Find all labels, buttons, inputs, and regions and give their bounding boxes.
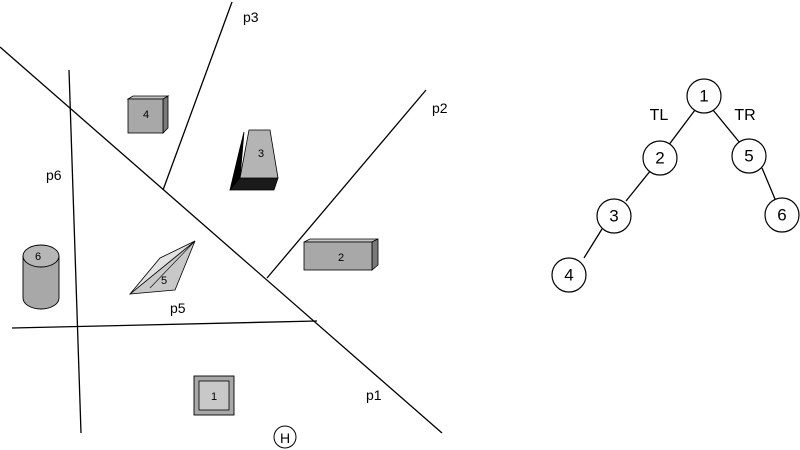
plane-label-p1: p1 xyxy=(366,387,382,403)
tree-edge-5-6 xyxy=(761,167,776,200)
tree-edge-1-2 xyxy=(667,109,696,147)
tree-node-label-1: 1 xyxy=(699,87,708,106)
tree-node-5: 5 xyxy=(731,138,767,174)
viewpoint-marker: H xyxy=(273,425,297,449)
tree-node-label-3: 3 xyxy=(609,207,618,226)
object-5-wedge: 5 xyxy=(128,240,196,295)
viewpoint-label: H xyxy=(280,430,290,446)
plane-p5 xyxy=(11,320,318,329)
tree-node-4: 4 xyxy=(551,257,587,293)
object-label-6: 6 xyxy=(35,251,41,263)
plane-p1 xyxy=(0,46,443,434)
tree-node-label-2: 2 xyxy=(655,149,664,168)
plane-label-p3: p3 xyxy=(243,9,259,25)
tree-node-6: 6 xyxy=(764,197,800,233)
tree-edge-3-4 xyxy=(583,228,603,259)
tree-node-2: 2 xyxy=(642,140,678,176)
plane-label-p2: p2 xyxy=(432,100,448,116)
tree-edges xyxy=(583,109,776,259)
tree-node-label-6: 6 xyxy=(777,206,786,225)
object-4-cube: 4 xyxy=(126,95,170,134)
object-label-1: 1 xyxy=(211,391,217,403)
tree-edge-2-3 xyxy=(625,169,652,202)
branch-label-tl: TL xyxy=(650,107,669,124)
tree-node-label-4: 4 xyxy=(564,266,573,285)
tree-node-label-5: 5 xyxy=(744,147,753,166)
object-label-4: 4 xyxy=(143,109,149,121)
object-label-5: 5 xyxy=(161,275,167,287)
object-label-3: 3 xyxy=(258,148,264,160)
plane-label-p5: p5 xyxy=(170,300,186,316)
branch-label-tr: TR xyxy=(734,107,755,124)
object-1-framed-box: 1 xyxy=(193,375,235,416)
plane-p6 xyxy=(68,69,82,434)
plane-label-p6: p6 xyxy=(46,167,62,183)
object-label-2: 2 xyxy=(338,252,344,264)
object-3-prism: 3 xyxy=(229,129,279,191)
tree-node-1: 1 xyxy=(686,78,722,114)
plane-p2 xyxy=(266,89,427,279)
plane-p3 xyxy=(162,1,233,191)
object-6-cylinder: 6 xyxy=(22,244,60,310)
tree-edge-1-5 xyxy=(712,109,741,144)
tree-node-3: 3 xyxy=(596,198,632,234)
object-2-box: 2 xyxy=(303,238,379,271)
